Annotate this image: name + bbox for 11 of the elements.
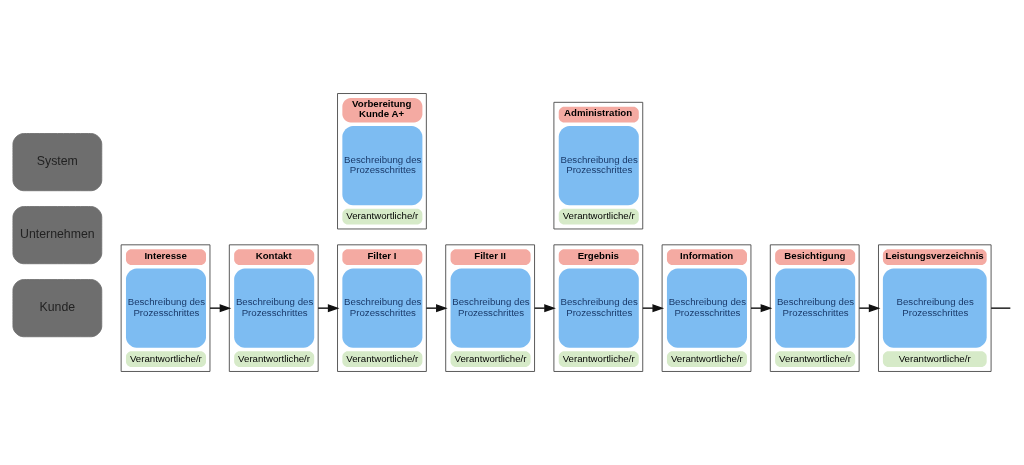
arrow [425, 304, 448, 313]
arrow [750, 304, 773, 313]
arrow [317, 304, 340, 313]
arrow [209, 304, 232, 313]
node-box: System [12, 133, 103, 192]
arrow [858, 304, 881, 313]
arrow [533, 304, 556, 313]
node-box: Unternehmen [12, 206, 103, 265]
arrow [642, 304, 665, 313]
node-box: Kunde [12, 279, 103, 338]
connector [990, 307, 1012, 309]
